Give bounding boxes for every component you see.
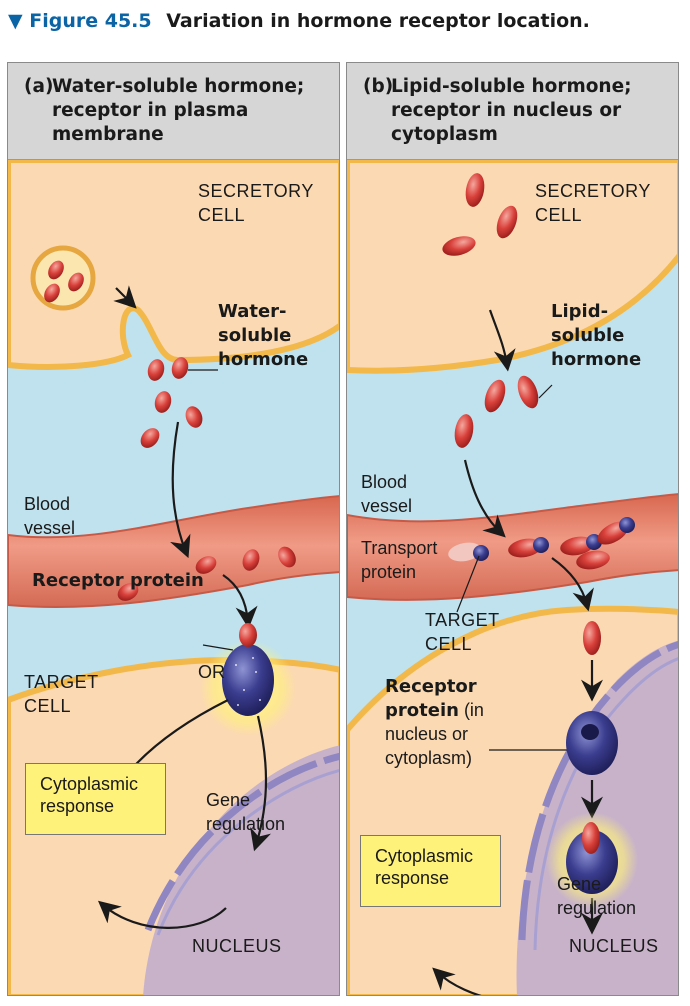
receptor-protein-a xyxy=(222,644,274,716)
gene-regulation-label-a-2: regulation xyxy=(206,814,286,834)
figure-caption: Variation in hormone receptor location. xyxy=(166,10,590,32)
hormone-label-b-1: Lipid- xyxy=(551,301,609,322)
secretory-cell-label-b-2: CELL xyxy=(535,205,583,225)
hormone-label-a-1: Water- xyxy=(218,301,287,322)
gene-to-response-arrow-a xyxy=(97,900,227,929)
panel-b-letter: (b) xyxy=(363,76,394,97)
nucleus-label-a: NUCLEUS xyxy=(192,936,282,956)
receptor-label-b-2: protein (in xyxy=(385,699,484,722)
nuclear-envelope-a xyxy=(144,752,339,932)
hormone-label-b-3: hormone xyxy=(551,349,642,370)
panel-a-letter: (a) xyxy=(24,76,54,97)
cytoplasmic-response-box-a: Cytoplasmic response xyxy=(25,763,166,835)
secretory-cell-label-a-2: CELL xyxy=(198,205,246,225)
hormone-label-a-3: hormone xyxy=(218,349,309,370)
gene-regulation-label-a-1: Gene xyxy=(206,790,251,810)
hormone-label-b-2: soluble xyxy=(551,325,625,346)
receptor-label-b-2-rest: (in xyxy=(458,700,484,720)
transport-proteins xyxy=(448,517,635,562)
nuclear-envelope-inner-a xyxy=(156,769,339,936)
to-receptor-arrow-a xyxy=(222,574,258,629)
triangle-marker-icon: ▼ xyxy=(8,10,23,32)
gene-to-response-arrow-b xyxy=(432,967,482,995)
or-label: OR xyxy=(198,662,225,682)
secretory-vesicle xyxy=(30,245,96,311)
panel-a-illustration xyxy=(8,160,339,995)
blood-vessel-label-b-1: Blood xyxy=(361,472,408,492)
panel-b-title-line3: cytoplasm xyxy=(391,124,498,145)
panel-b-title-line1: Lipid-soluble hormone; xyxy=(391,76,632,97)
release-arrow-b xyxy=(488,309,516,372)
transport-protein-label-1: Transport xyxy=(361,538,438,558)
gene-regulation-label-b-2: regulation xyxy=(557,898,637,918)
figure-number: Figure 45.5 xyxy=(29,10,152,32)
target-cell-label-a-2: CELL xyxy=(24,696,72,716)
lipid-soluble-hormones xyxy=(442,173,610,655)
receptor-pocket-b xyxy=(581,724,599,740)
hormone-leader-b xyxy=(538,384,553,399)
panel-a-title-line3: membrane xyxy=(52,124,164,145)
figure-title: ▼ Figure 45.5 Variation in hormone recep… xyxy=(8,10,688,44)
panel-a-header: (a)Water-soluble hormone; receptor in pl… xyxy=(8,63,339,160)
nucleus-a xyxy=(143,745,339,995)
receptor-label-b-1: Receptor xyxy=(385,676,477,697)
secretory-cell-label-b: SECRETORY xyxy=(535,181,651,201)
panel-a-title-line1: Water-soluble hormone; xyxy=(52,76,305,97)
nucleus-label-b: NUCLEUS xyxy=(569,936,659,956)
bound-hormone-b xyxy=(582,822,600,854)
cytoplasmic-response-a-1: Cytoplasmic xyxy=(40,774,139,794)
cytoplasmic-response-box-b: Cytoplasmic response xyxy=(360,835,501,907)
cytoplasmic-response-b-1: Cytoplasmic xyxy=(375,846,474,866)
hormone-label-a-2: soluble xyxy=(218,325,292,346)
transport-leader-b xyxy=(456,555,480,613)
gene-regulation-label-b-1: Gene xyxy=(557,874,602,894)
bound-hormone-a xyxy=(239,623,257,647)
secretory-cell-label-a: SECRETORY xyxy=(198,181,314,201)
to-target-arrow-b xyxy=(551,557,594,612)
panel-b-header: (b)Lipid-soluble hormone; receptor in nu… xyxy=(347,63,678,160)
blood-vessel-label-b-2: vessel xyxy=(361,496,413,516)
to-gene-arrow-a xyxy=(250,715,272,852)
to-vessel-arrow-a xyxy=(170,421,191,559)
target-cell-label-b-2: CELL xyxy=(425,634,473,654)
water-soluble-hormones xyxy=(117,357,296,601)
panel-b-title-line2: receptor in nucleus or xyxy=(391,100,622,121)
target-cell-label-b-1: TARGET xyxy=(425,610,500,630)
transport-protein-label-2: protein xyxy=(361,562,417,582)
blood-vessel-label-a-1: Blood xyxy=(24,494,71,514)
blood-vessel-label-a-2: vessel xyxy=(24,518,76,538)
receptor-protein-label-a: Receptor protein xyxy=(32,570,204,591)
receptor-protein-b xyxy=(566,711,618,775)
release-arrow-a xyxy=(113,285,137,309)
receptor-leader-a xyxy=(202,644,234,651)
panel-water-soluble: (a)Water-soluble hormone; receptor in pl… xyxy=(7,62,340,996)
panel-a-title-line2: receptor in plasma xyxy=(52,100,249,121)
secretory-cell-a xyxy=(8,160,339,370)
vesicle-hormones xyxy=(44,260,84,303)
receptor-label-b-2-bold: protein xyxy=(385,700,459,721)
panel-lipid-soluble: (b)Lipid-soluble hormone; receptor in nu… xyxy=(346,62,679,996)
cytoplasmic-response-b-2: response xyxy=(375,868,450,888)
receptor-label-b-4: cytoplasm) xyxy=(385,748,473,768)
receptor-label-b-3: nucleus or xyxy=(385,724,469,744)
cytoplasmic-response-a-2: response xyxy=(40,796,115,816)
to-vessel-arrow-b xyxy=(463,459,506,538)
bound-receptor-b xyxy=(566,830,618,894)
target-cell-label-a-1: TARGET xyxy=(24,672,99,692)
